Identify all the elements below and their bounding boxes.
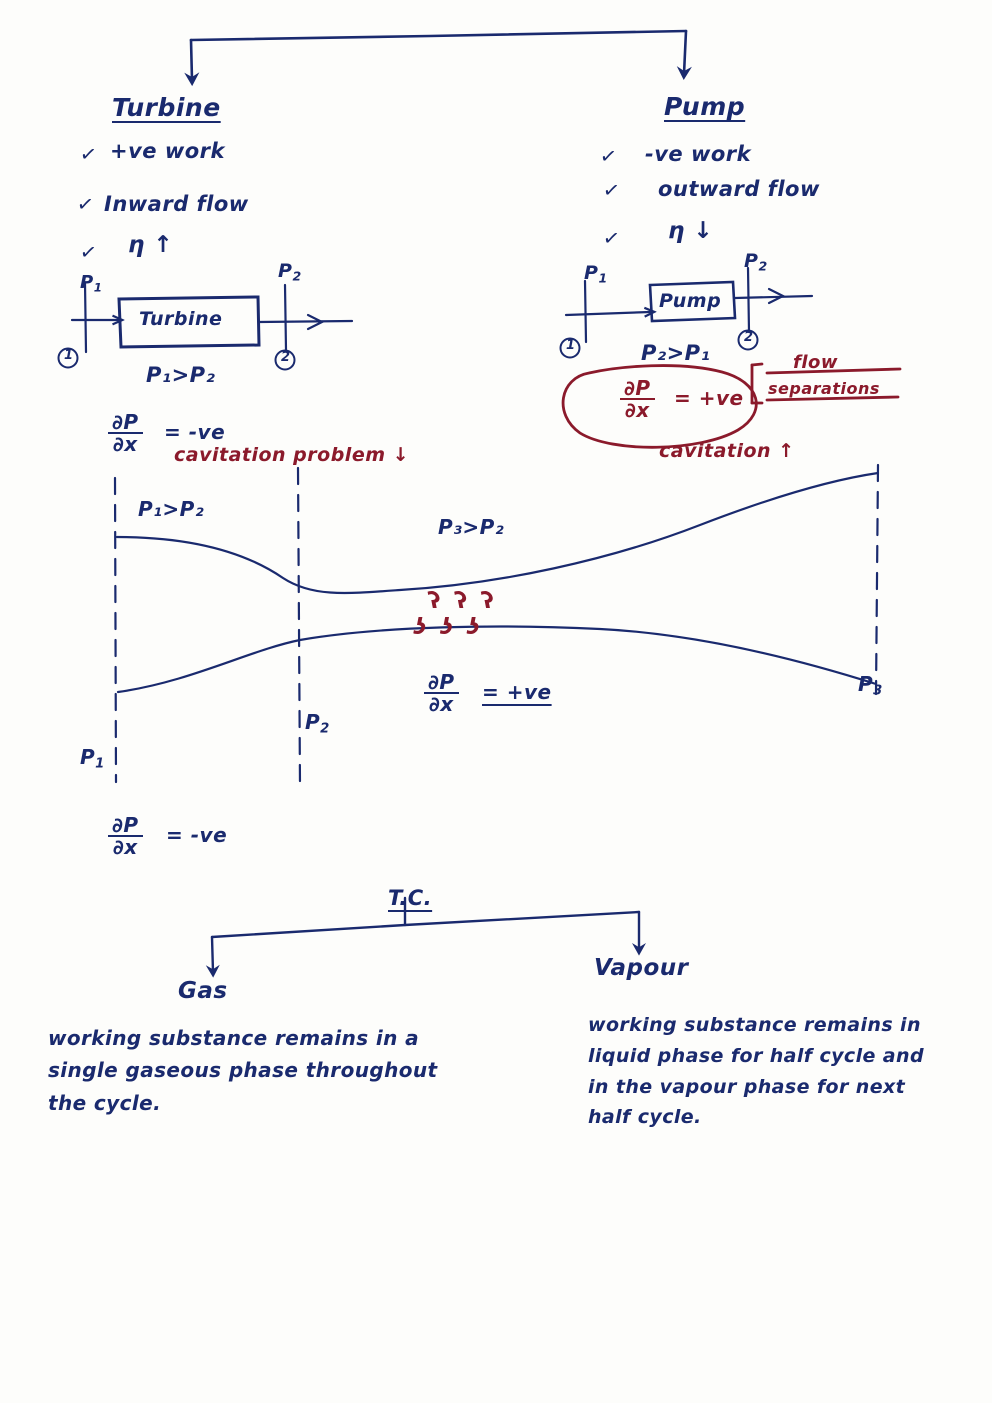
tc-branch-left-label: Gas <box>178 978 228 1004</box>
turbine-inlet-pressure-label: P1 <box>80 272 103 295</box>
check-icon: ✓ <box>601 176 622 204</box>
vapour-description-line: liquid phase for half cycle and <box>588 1044 924 1067</box>
vapour-description-line: in the vapour phase for next <box>588 1075 906 1098</box>
pump-box-label: Pump <box>659 290 722 312</box>
pump-flow-diagram <box>559 266 814 359</box>
turbine-bullet-3: η ↑ <box>128 232 174 258</box>
tc-branch-right-label: Vapour <box>594 955 689 981</box>
pump-bullet-1: -ve work <box>645 142 752 166</box>
tc-heading: T.C. <box>388 886 433 910</box>
check-icon: ✓ <box>75 190 96 218</box>
pump-inlet-pressure-label: P1 <box>584 262 608 286</box>
check-icon: ✓ <box>78 238 99 266</box>
turbine-heading: Turbine <box>112 93 221 122</box>
turbine-pressure-relation: P₁>P₂ <box>146 363 216 387</box>
pump-pressure-gradient: ∂P∂x = +ve <box>620 378 744 421</box>
check-icon: ✓ <box>598 142 619 170</box>
vapour-description-line: working substance remains in <box>588 1014 921 1036</box>
turbine-station-2: 2 <box>281 350 291 365</box>
vapour-description-line: half cycle. <box>588 1106 702 1129</box>
gas-description-line: working substance remains in a <box>48 1026 420 1050</box>
check-icon: ✓ <box>601 224 622 252</box>
duct-station-p1: P1 <box>80 745 105 772</box>
turbine-bullet-1: +ve work <box>110 139 225 163</box>
pump-station-1: 1 <box>566 338 576 353</box>
gas-description-line: the cycle. <box>48 1090 162 1115</box>
pump-red-annotation-shapes <box>561 362 902 449</box>
duct-pressure-gradient: ∂P∂x = +ve <box>424 672 552 715</box>
duct-label-left: P₁>P₂ <box>138 497 205 521</box>
recirculation-swirl-top: ʕʕʕ <box>414 589 494 614</box>
turbine-bullet-2: Inward flow <box>104 192 249 216</box>
flow-separation-line-2: separations <box>768 379 880 398</box>
recirculation-swirl-bottom: ʖʖʖ <box>414 615 494 640</box>
turbine-cavitation-note: cavitation problem ↓ <box>174 444 410 466</box>
below-duct-pressure-gradient: ∂P∂x = -ve <box>108 815 227 858</box>
pump-outlet-pressure-label: P2 <box>744 250 768 274</box>
turbine-flow-diagram <box>57 281 354 371</box>
gas-description-line: single gaseous phase throughout <box>48 1058 438 1083</box>
duct-station-lines <box>113 463 880 788</box>
duct-label-right: P₃>P₂ <box>438 515 505 539</box>
pump-bullet-3: η ↓ <box>668 218 714 244</box>
flow-separation-line-1: flow <box>793 352 838 373</box>
pump-heading: Pump <box>664 92 746 121</box>
vapour-description: working substance remains in liquid phas… <box>588 1010 978 1133</box>
duct-station-p3: P3 <box>858 672 883 699</box>
duct-station-p2: P2 <box>305 710 330 737</box>
turbine-outlet-pressure-label: P2 <box>278 260 302 284</box>
pump-cavitation-note: cavitation ↑ <box>659 440 795 462</box>
pump-station-2: 2 <box>744 330 754 345</box>
gas-description: working substance remains in a single ga… <box>48 1022 518 1119</box>
top-branch-connector <box>184 29 692 87</box>
tc-branch-connector <box>205 896 646 978</box>
check-icon: ✓ <box>78 140 99 168</box>
turbine-pressure-gradient: ∂P∂x = -ve <box>108 412 225 455</box>
pump-bullet-2: outward flow <box>658 177 820 201</box>
pump-pressure-relation: P₂>P₁ <box>641 341 711 365</box>
turbine-station-1: 1 <box>64 348 74 363</box>
turbine-box-label: Turbine <box>139 308 223 330</box>
duct-profile <box>115 471 880 694</box>
